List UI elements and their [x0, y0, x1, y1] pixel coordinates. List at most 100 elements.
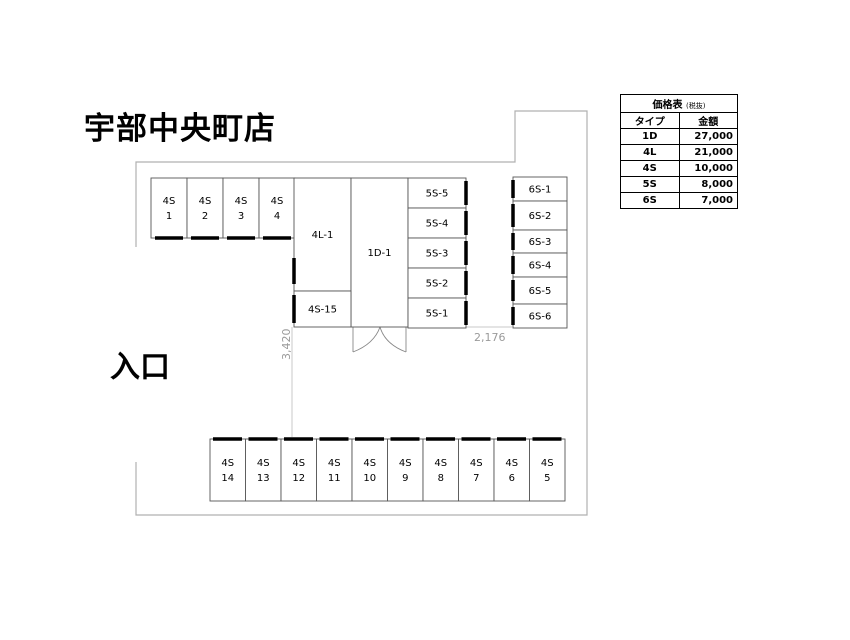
unit-5s: 5S-5 [407, 177, 468, 209]
price-type: 6S [620, 192, 680, 209]
unit-label: 5 [544, 473, 550, 484]
price-row: 4L 21,000 [620, 144, 738, 161]
unit-label: 5S-1 [426, 309, 449, 320]
unit-label: 6 [509, 473, 515, 484]
unit-4s-bottom: 4S5 [529, 437, 566, 502]
unit-label: 6S-6 [529, 312, 552, 323]
unit-outline [493, 438, 530, 502]
price-table: 価格表 (税抜) タイプ 金額 1D 27,000 4L 21,000 4S 1… [620, 94, 738, 209]
unit-label: 4S [541, 458, 554, 469]
unit-outline [387, 438, 424, 502]
unit-label: 5S-5 [426, 189, 449, 200]
unit-outline [245, 438, 282, 502]
unit-label: 6S-1 [529, 185, 552, 196]
unit-outline [512, 303, 568, 329]
unit-label: 6S-5 [529, 286, 552, 297]
unit-4s-15: 4S-15 [292, 290, 352, 328]
door-swing [352, 326, 407, 353]
unit-label: 14 [221, 473, 234, 484]
unit-label: 4L-1 [312, 230, 334, 241]
unit-label: 4S [363, 458, 376, 469]
price-table-caption: 価格表 (税抜) [620, 94, 738, 112]
unit-4s-top: 4S3 [222, 177, 260, 240]
unit-outline [351, 438, 388, 502]
unit-label: 7 [473, 473, 479, 484]
unit-4s-bottom: 4S6 [493, 437, 530, 502]
unit-6s: 6S-1 [511, 176, 568, 202]
unit-label: 4 [274, 211, 280, 222]
entrance-label: 入口 [110, 350, 170, 385]
unit-outline [209, 438, 246, 502]
unit-label: 6S-2 [529, 211, 552, 222]
unit-label: 4S [221, 458, 234, 469]
unit-label: 4S [292, 458, 305, 469]
unit-4s-bottom: 4S8 [422, 437, 459, 502]
unit-outline [350, 177, 409, 328]
unit-label: 1D-1 [367, 248, 391, 259]
unit-label: 12 [292, 473, 305, 484]
unit-outline [293, 177, 352, 292]
unit-6s: 6S-5 [511, 276, 568, 305]
unit-outline [280, 438, 317, 502]
unit-label: 4S [257, 458, 270, 469]
unit-outline [293, 290, 352, 328]
unit-outline [150, 177, 188, 239]
unit-outline [512, 252, 568, 278]
unit-label: 13 [257, 473, 270, 484]
store-title: 宇部中央町店 [84, 111, 276, 147]
unit-4s-top: 4S2 [186, 177, 224, 240]
unit-label: 3 [238, 211, 244, 222]
price-table-tax-note: (税抜) [686, 102, 706, 110]
unit-outline [407, 207, 467, 239]
unit-label: 1 [166, 211, 172, 222]
unit-label: 4S [328, 458, 341, 469]
unit-label: 4S [470, 458, 483, 469]
unit-label: 5S-3 [426, 249, 449, 260]
unit-label: 4S [434, 458, 447, 469]
unit-6s: 6S-6 [511, 303, 568, 329]
unit-outline [186, 177, 224, 239]
price-row: 6S 7,000 [620, 192, 738, 209]
unit-6s: 6S-2 [511, 200, 568, 231]
unit-label: 4S [271, 196, 284, 207]
unit-label: 5S-4 [426, 219, 449, 230]
unit-4s-bottom: 4S7 [458, 437, 495, 502]
unit-4s-top: 4S4 [258, 177, 296, 240]
unit-label: 4S [199, 196, 212, 207]
unit-5s: 5S-2 [407, 267, 468, 299]
unit-outline [422, 438, 459, 502]
unit-label: 5S-2 [426, 279, 449, 290]
unit-outline [529, 438, 566, 502]
unit-label: 4S [399, 458, 412, 469]
unit-label: 6S-4 [529, 261, 552, 272]
dimension-horizontal: 2,176 [474, 331, 506, 344]
unit-4l-1: 4L-1 [292, 177, 352, 292]
unit-label: 11 [328, 473, 341, 484]
unit-outline [316, 438, 353, 502]
unit-outline [258, 177, 296, 239]
unit-label: 4S [505, 458, 518, 469]
unit-label: 4S-15 [308, 305, 337, 316]
unit-outline [222, 177, 260, 239]
unit-label: 6S-3 [529, 237, 552, 248]
unit-5s: 5S-4 [407, 207, 468, 239]
unit-outline [458, 438, 495, 502]
price-table-title: 価格表 [652, 100, 683, 111]
unit-6s: 6S-3 [511, 229, 568, 254]
price-amount: 7,000 [678, 192, 738, 209]
unit-4s-top: 4S1 [150, 177, 188, 240]
unit-1d-1: 1D-1 [350, 177, 409, 328]
unit-label: 4S [235, 196, 248, 207]
unit-label: 10 [363, 473, 376, 484]
unit-label: 2 [202, 211, 208, 222]
unit-4s-bottom: 4S9 [387, 437, 424, 502]
price-row: 5S 8,000 [620, 176, 738, 193]
unit-5s: 5S-1 [407, 297, 468, 329]
unit-6s: 6S-4 [511, 252, 568, 278]
unit-label: 4S [163, 196, 176, 207]
